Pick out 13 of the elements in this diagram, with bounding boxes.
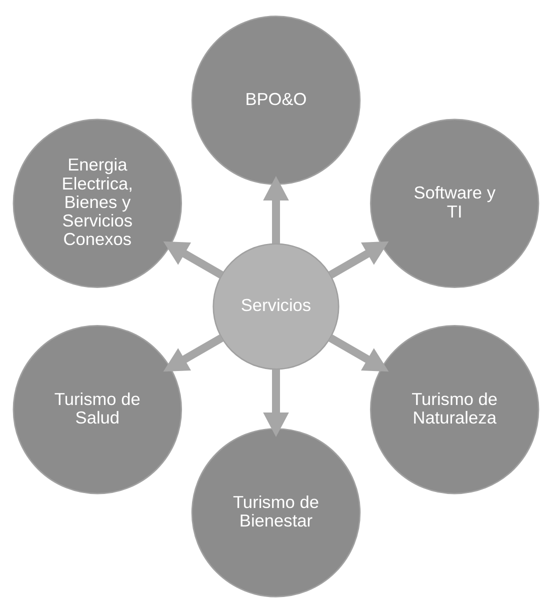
- arrow: [163, 240, 224, 278]
- node-circle: Turismo de Naturaleza: [370, 324, 540, 494]
- arrow: [263, 368, 289, 437]
- node-circle: Energia Electrica, Bienes y Servicios Conexos: [12, 118, 182, 288]
- node-circle: Turismo de Salud: [12, 324, 182, 494]
- arrow: [163, 334, 224, 372]
- arrow: [328, 240, 389, 278]
- arrow: [263, 175, 289, 244]
- node-circle: BPO&O: [191, 15, 361, 184]
- node-circle: Servicios: [212, 242, 340, 370]
- arrow: [328, 334, 389, 372]
- node-circle: Software y TI: [370, 118, 540, 288]
- node-circle: Turismo de Bienestar: [191, 428, 361, 597]
